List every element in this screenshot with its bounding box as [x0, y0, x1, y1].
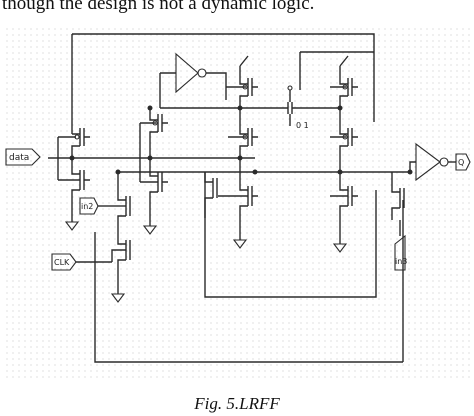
ground-col1: [64, 212, 80, 231]
q-output-pin: Q: [455, 153, 471, 171]
svg-text:data: data: [9, 153, 29, 163]
top-feedback-wire: [71, 33, 375, 122]
nmos-clk-stack: [111, 169, 131, 294]
transmission-gate: 0 1: [262, 51, 374, 130]
in3-input-pin: in3: [394, 220, 407, 271]
svg-text:0 1: 0 1: [296, 121, 309, 130]
pmos-transistor-col1: [57, 122, 90, 158]
data-input-pin: data: [5, 148, 41, 166]
keeper-inverter: [159, 52, 227, 108]
svg-text:in3: in3: [395, 257, 407, 266]
figure-caption: Fig. 5.LRFF: [194, 394, 280, 413]
clk-input-pin: CLK: [51, 253, 112, 271]
pmos-transistor-col3-mid: [228, 108, 258, 158]
svg-text:in2: in2: [81, 202, 93, 211]
ground-col4: [332, 236, 348, 253]
nmos-transistor-col3: [218, 158, 258, 240]
pmos-transistor-col4-mid: [330, 108, 358, 172]
nmos-transistor-col2: [139, 123, 168, 218]
nmos-transistor-col4: [330, 172, 358, 236]
nmos-transistor-col3-side: [204, 172, 218, 218]
output-inverter: [409, 142, 456, 182]
ground-col3: [232, 239, 248, 249]
lrff-schematic: data CLK in2 in3: [4, 24, 471, 380]
svg-text:CLK: CLK: [54, 258, 70, 267]
top-text-line: though the design is not a dynamic logic…: [2, 0, 315, 14]
ground-col2: [142, 218, 158, 235]
in2-input-pin: in2: [79, 197, 112, 215]
grid-background: [4, 24, 470, 380]
pmos-transistor-col3-top: [226, 55, 258, 108]
pmos-transistor-col4-top: [330, 55, 358, 108]
pmos-transistor-col2: [140, 108, 168, 158]
nmos-transistor-in3: [391, 172, 405, 220]
nmos-transistor-col1: [57, 158, 90, 212]
svg-text:Q: Q: [458, 158, 464, 167]
bottom-feedback-wire: [94, 172, 404, 363]
ground-clk-stack: [110, 293, 126, 303]
